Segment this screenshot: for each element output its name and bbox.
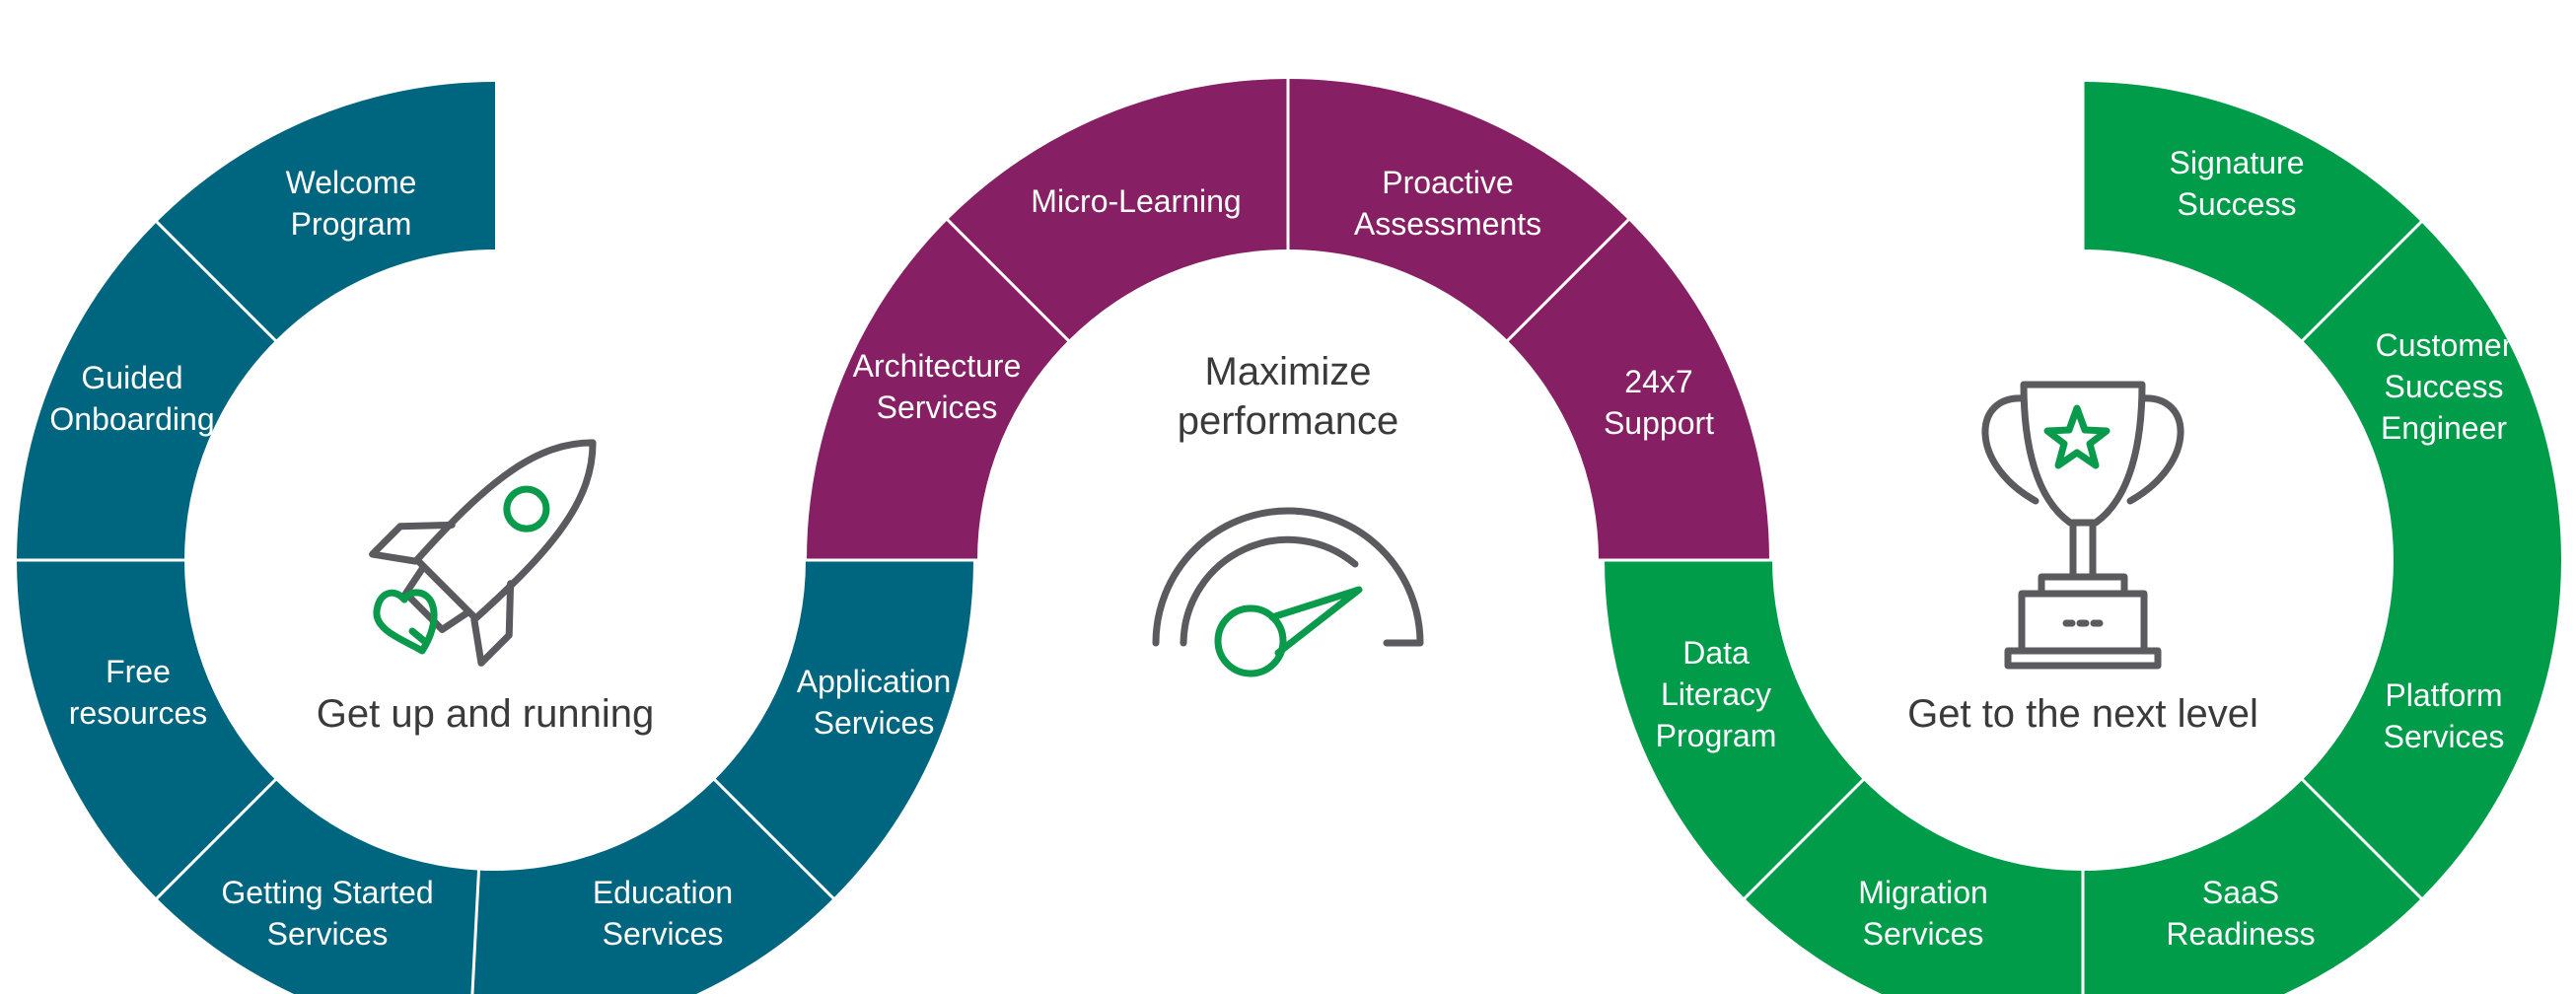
segment-label-line: Welcome xyxy=(286,165,417,200)
segment-divider xyxy=(154,777,278,901)
segment-label-line: Services xyxy=(267,916,389,952)
segment-data-literacy-program xyxy=(1605,560,1864,898)
segment-guided-onboarding xyxy=(17,222,276,560)
segment-label-micro-learning: Micro-Learning xyxy=(1031,183,1241,219)
hub-label-get-to-the-next-level: Get to the next level xyxy=(1907,692,2258,736)
segment-label-line: Program xyxy=(1656,718,1777,753)
segment-label-line: 24x7 xyxy=(1624,364,1692,399)
segment-label-line: Readiness xyxy=(2166,916,2315,952)
segment-label-saas-readiness: SaaS Readiness xyxy=(2166,875,2315,952)
segment-label-line: SaaS xyxy=(2202,875,2279,910)
segment-divider xyxy=(712,777,836,901)
segment-saas-readiness xyxy=(2083,779,2421,994)
segment-divider xyxy=(470,868,481,994)
segment-welcome-program xyxy=(157,82,495,341)
hub-label-maximize: Maximize xyxy=(1205,350,1372,393)
segment-label-line: Guided xyxy=(81,360,182,395)
segment-free-resources xyxy=(17,560,276,898)
segment-label-line: Support xyxy=(1604,405,1714,441)
segment-label-line: Signature xyxy=(2170,145,2305,180)
segment-label-line: Getting Started xyxy=(221,875,433,910)
hub-label-performance: performance xyxy=(1178,399,1399,443)
segment-label-line: Success xyxy=(2385,369,2504,404)
segment-signature-success xyxy=(2083,82,2421,341)
speedometer-icon xyxy=(1152,507,1424,677)
trophy-icon xyxy=(1981,381,2184,670)
segment-label-line: Data xyxy=(1682,635,1750,671)
segment-divider xyxy=(1505,217,1631,343)
segment-label-line: Education xyxy=(593,875,733,910)
segment-education-services xyxy=(471,779,833,994)
segment-label-line: Application xyxy=(797,664,952,699)
segment-label-line: Platform xyxy=(2385,677,2502,713)
segment-proactive-assessments xyxy=(1288,79,1629,341)
segment-label-line: Services xyxy=(603,916,724,952)
segment-label-line: Micro-Learning xyxy=(1031,183,1241,219)
segment-divider xyxy=(2300,219,2424,343)
ring-segments xyxy=(17,79,2562,994)
segment-application-services xyxy=(714,560,973,898)
segment-getting-started-services xyxy=(157,779,479,994)
segment-24x7-support xyxy=(1507,219,1769,560)
segment-dividers xyxy=(15,77,2424,994)
hub-label-get-up-and-running: Get up and running xyxy=(317,692,654,736)
segment-label-line: Architecture xyxy=(853,348,1022,384)
segment-label-line: Free xyxy=(106,654,171,689)
segment-label-line: Literacy xyxy=(1661,676,1771,712)
segment-divider xyxy=(2300,777,2424,901)
segment-migration-services xyxy=(1745,779,2083,994)
segment-label-free-resources: Free resources xyxy=(69,654,208,731)
segment-label-line: Proactive xyxy=(1382,165,1513,200)
segment-label-line: Migration xyxy=(1858,875,1988,910)
segment-divider xyxy=(154,219,278,343)
rocket-icon xyxy=(369,439,597,667)
segment-label-line: Services xyxy=(814,705,935,741)
segment-label-line: resources xyxy=(69,695,208,731)
segment-divider xyxy=(1742,777,1866,901)
segment-architecture-services xyxy=(807,219,1069,560)
segment-label-line: Customer xyxy=(2376,327,2513,363)
segment-label-line: Assessments xyxy=(1354,206,1541,242)
segment-label-line: Program xyxy=(291,206,412,242)
segment-label-line: Engineer xyxy=(2381,410,2507,446)
segment-divider xyxy=(945,217,1071,343)
segment-label-line: Success xyxy=(2178,186,2297,222)
segment-label-line: Onboarding xyxy=(49,401,214,437)
segment-platform-services xyxy=(2302,560,2562,898)
segment-label-line: Services xyxy=(2384,719,2505,754)
segment-customer-success-engineer xyxy=(2302,222,2561,560)
segment-micro-learning xyxy=(947,79,1288,341)
segment-label-line: Services xyxy=(877,390,998,425)
segment-label-line: Services xyxy=(1863,916,1984,952)
